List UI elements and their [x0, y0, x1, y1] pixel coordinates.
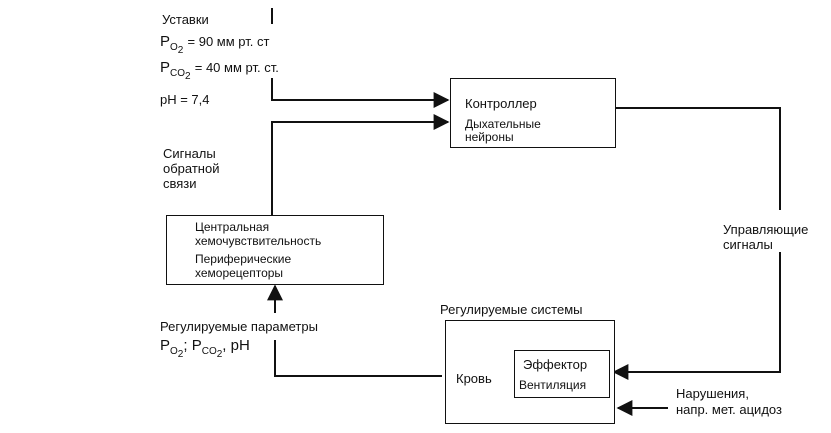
regulated-params-title: Регулируемые параметры — [160, 319, 318, 334]
rp-s1b: 2 — [177, 349, 184, 360]
sensors-line-1: Центральная — [195, 220, 270, 234]
sensors-line-4: хеморецепторы — [195, 266, 284, 280]
effector-item: Вентиляция — [519, 378, 587, 392]
sensors-line-2: хемочувствительность — [195, 234, 322, 248]
setpoint-po2-sub: O — [170, 42, 178, 53]
setpoint-po2-sub2: 2 — [177, 45, 184, 56]
disturbances-line-1: Нарушения, — [676, 386, 749, 401]
setpoint-po2: PO2 = 90 мм рт. ст — [160, 34, 269, 58]
setpoint-ph: pH = 7,4 — [160, 92, 210, 107]
setpoint-pco2-value: = 40 мм рт. ст. — [194, 60, 279, 75]
sensors-box: Центральная хемочувствительность Перифер… — [166, 215, 384, 285]
effector-title: Эффектор — [523, 357, 588, 372]
setpoint-pco2-sub: CO — [170, 68, 186, 79]
feedback-line-2: обратной — [163, 161, 220, 176]
regulated-params-formula: PO2; PCO2, pH — [160, 338, 250, 362]
feedback-arrow — [271, 114, 450, 215]
rp-s2b: 2 — [216, 349, 223, 360]
feedback-line-1: Сигналы — [163, 146, 216, 161]
regulated-systems-title: Регулируемые системы — [440, 302, 583, 317]
setpoint-po2-p: P — [160, 33, 171, 50]
control-signal-arrow — [612, 252, 781, 380]
rp-ph: , pH — [222, 337, 250, 354]
setpoint-pco2: PCO2 = 40 мм рт. ст. — [160, 60, 279, 84]
setpoint-pco2-p: P — [160, 59, 171, 76]
setpoint-arrow — [271, 78, 450, 108]
rp-sep: ; — [183, 337, 192, 354]
regulated-systems-box: Кровь Эффектор Вентиляция — [445, 320, 615, 424]
sensors-line-3: Периферические — [195, 252, 292, 266]
feedback-line-3: связи — [163, 176, 197, 191]
control-signals-line-1: Управляющие — [723, 222, 809, 237]
rp-s1: O — [170, 346, 178, 357]
disturbances-line-2: напр. мет. ацидоз — [676, 402, 782, 417]
setpoint-po2-value: = 90 мм рт. ст — [187, 34, 270, 49]
regulated-param-line — [274, 340, 442, 377]
setpoints-title: Уставки — [162, 12, 209, 27]
control-signals-line-2: сигналы — [723, 237, 773, 252]
control-signal-line — [616, 107, 781, 210]
controller-title: Контроллер — [465, 96, 537, 111]
controller-subtitle-2: нейроны — [465, 130, 514, 144]
rp-p1: P — [160, 337, 171, 354]
rp-p2: P — [191, 337, 202, 354]
rp-s2: CO — [201, 346, 217, 357]
blood-label: Кровь — [456, 371, 492, 386]
controller-box: Контроллер Дыхательные нейроны — [450, 78, 616, 148]
effector-box: Эффектор Вентиляция — [514, 350, 610, 398]
controller-subtitle-1: Дыхательные — [465, 117, 541, 131]
setpoint-pco2-sub2: 2 — [185, 71, 191, 82]
